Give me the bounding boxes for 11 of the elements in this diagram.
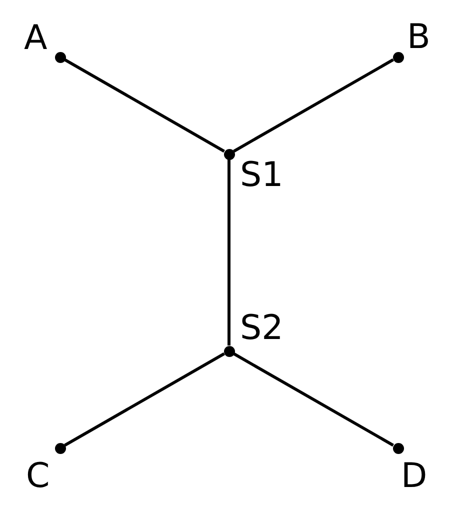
point-label: C: [26, 458, 50, 494]
connecting-line: [228, 160, 230, 346]
point-label: D: [401, 458, 428, 494]
connecting-line: [64, 58, 225, 153]
point-label: S1: [240, 157, 284, 193]
point-label: B: [407, 19, 430, 55]
connecting-line: [233, 352, 394, 447]
connecting-line: [64, 352, 225, 447]
connecting-line: [233, 58, 394, 153]
point-label: S2: [240, 310, 284, 346]
point-label: A: [24, 20, 48, 56]
